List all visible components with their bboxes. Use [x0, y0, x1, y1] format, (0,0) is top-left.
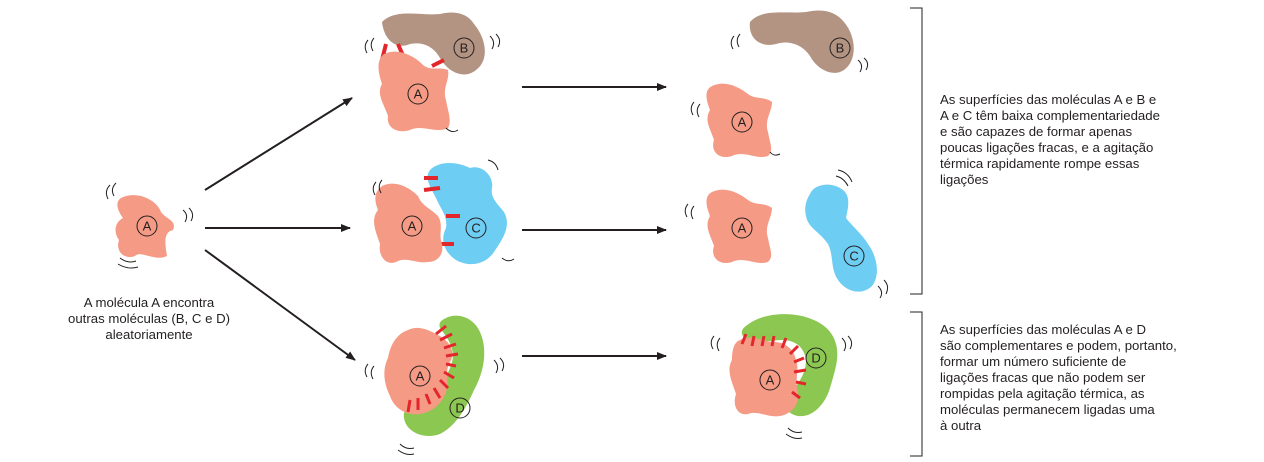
molecule-a-initial: A — [116, 195, 174, 258]
caption-line: outras moléculas (B, C e D) — [8, 311, 290, 327]
label-a: A — [416, 369, 425, 384]
bracket-strong-bonds — [910, 312, 922, 456]
caption-random-encounter: A molécula A encontra outras moléculas (… — [8, 295, 290, 343]
label-a: A — [738, 221, 747, 236]
label-a: A — [143, 219, 152, 234]
caption-line: e são capazes de formar apenas — [940, 124, 1160, 140]
label-d: D — [455, 401, 464, 416]
caption-line: moléculas permanecem ligadas uma — [940, 402, 1177, 418]
label-d: D — [811, 351, 820, 366]
label-a: A — [766, 373, 775, 388]
arrow-to-b — [205, 98, 352, 190]
molecule-c-shape — [805, 185, 877, 292]
caption-line: rompidas pela agitação térmica, as — [940, 386, 1177, 402]
label-b: B — [460, 41, 469, 56]
label-c: C — [471, 221, 480, 236]
complex-a-d: A D — [365, 316, 503, 455]
label-a: A — [738, 115, 747, 130]
caption-line: As superfícies das moléculas A e D — [940, 322, 1177, 338]
complex-a-d-bound: A D — [711, 314, 851, 438]
label-b: B — [836, 41, 845, 56]
caption-line: poucas ligações fracas, e a agitação — [940, 140, 1160, 156]
label-c: C — [849, 249, 858, 264]
caption-line: são complementares e podem, portanto, — [940, 338, 1177, 354]
caption-line: As superfícies das moléculas A e B e — [940, 92, 1160, 108]
caption-line: ligações fracas que não podem ser — [940, 370, 1177, 386]
label-a: A — [414, 87, 423, 102]
caption-line: térmica rapidamente rompe essas — [940, 156, 1160, 172]
caption-line: ligações — [940, 172, 1160, 188]
dissociated-a-b: B A — [691, 10, 867, 157]
complex-a-c: A C — [373, 160, 514, 264]
caption-line: A molécula A encontra — [8, 295, 290, 311]
caption-line: à outra — [940, 418, 1177, 434]
caption-line: aleatoriamente — [8, 327, 290, 343]
molecule-a-shape — [729, 338, 798, 417]
caption-line: A e C têm baixa complementariedade — [940, 108, 1160, 124]
label-a: A — [408, 219, 417, 234]
caption-line: formar um número suficiente de — [940, 354, 1177, 370]
complex-a-b: A B — [365, 12, 499, 131]
dissociated-a-c: A C — [685, 170, 887, 298]
bracket-weak-bonds — [910, 8, 922, 294]
caption-strong-bonds: As superfícies das moléculas A e D são c… — [940, 322, 1177, 434]
caption-weak-bonds: As superfícies das moléculas A e B e A e… — [940, 92, 1160, 188]
